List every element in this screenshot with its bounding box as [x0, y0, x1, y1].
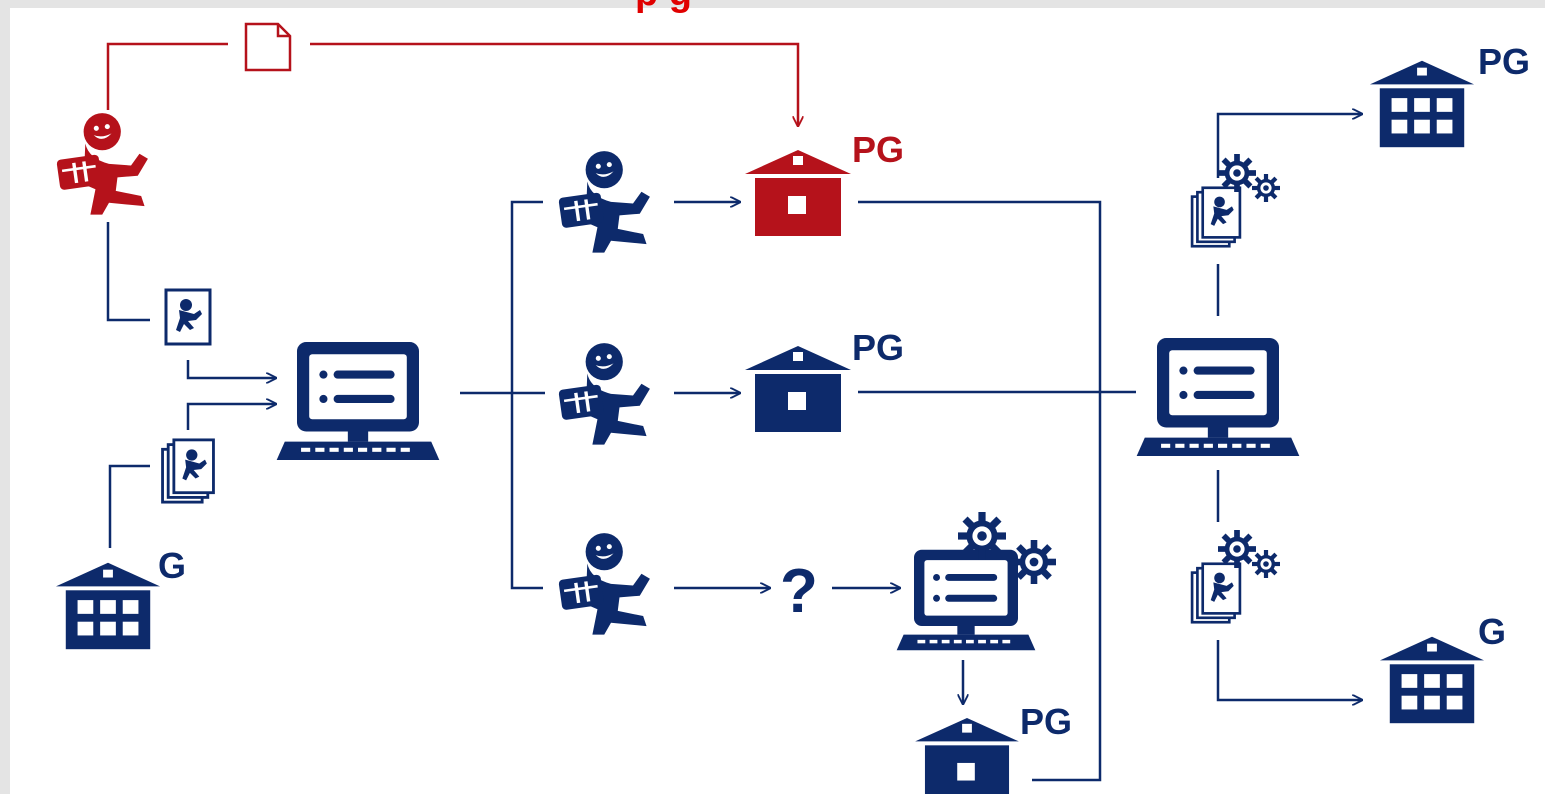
stacked-cards-icon-right-top: [1190, 186, 1242, 248]
student-card-icon: [164, 288, 212, 346]
house-bottom-label: PG: [1020, 701, 1072, 742]
building-left-label: G: [158, 545, 186, 586]
red-connector: [106, 42, 798, 126]
house-red-label: PG: [852, 129, 904, 170]
house-middle-label: PG: [852, 327, 904, 368]
right-connectors: [858, 114, 1362, 782]
gear-icon-right-bottom-small: [1252, 550, 1280, 578]
building-right-top-label: PG: [1478, 41, 1530, 82]
document-icon: [244, 22, 292, 72]
computer-icon-right: [1136, 338, 1300, 456]
gear-icon-bottom-large: [958, 512, 1006, 560]
gear-icon-right-bottom-large: [1218, 530, 1256, 568]
stacked-cards-icon: [160, 438, 216, 504]
title-fragment: p g: [635, 0, 692, 14]
building-right-bottom-label: G: [1478, 611, 1506, 652]
question-icon: ?: [780, 557, 818, 626]
gear-icon-right-top-small: [1252, 174, 1280, 202]
gear-icon-bottom-small: [1012, 540, 1056, 584]
branch-connectors: [460, 202, 963, 704]
gear-icon-right-top-large: [1218, 154, 1256, 192]
stacked-cards-icon-right-bottom: [1190, 562, 1242, 624]
left-connectors: [106, 222, 276, 548]
computer-icon-central: [276, 342, 440, 460]
